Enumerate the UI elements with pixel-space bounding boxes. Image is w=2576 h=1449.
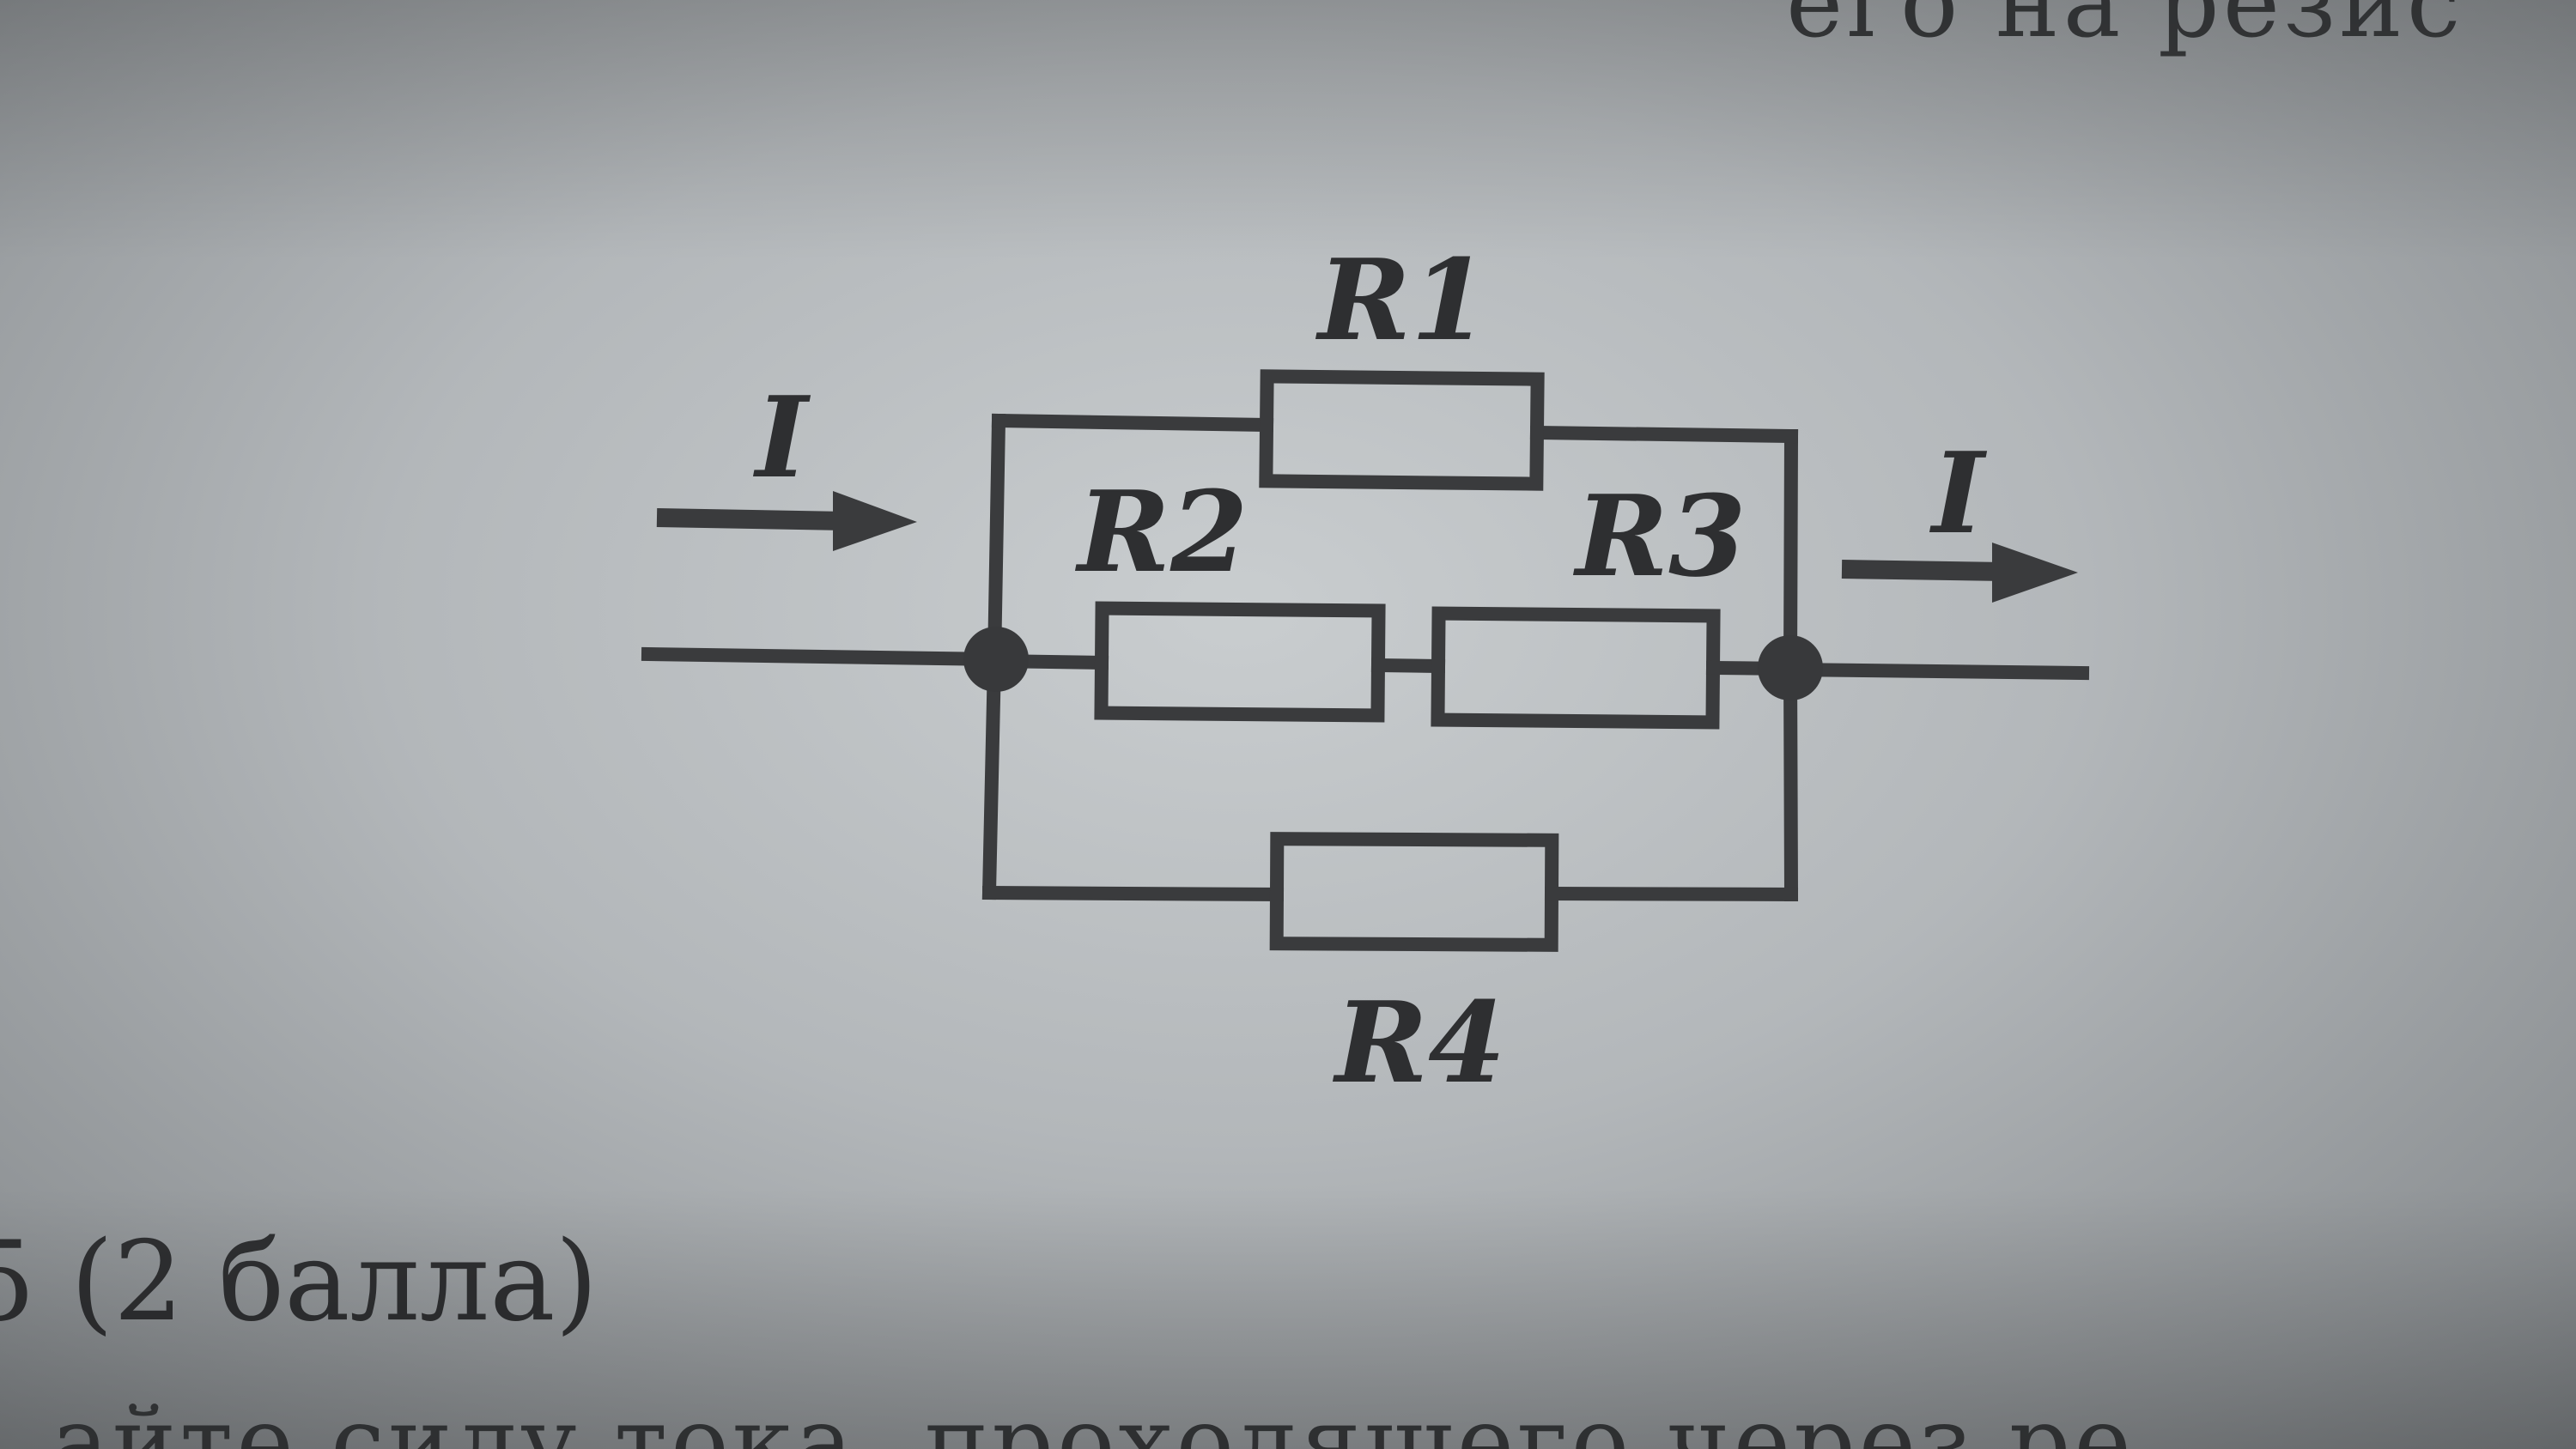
resistor-r1: [1259, 369, 1545, 491]
current-in-arrow-shaft: [656, 508, 847, 530]
score-heading: 5 (2 балла): [0, 1218, 598, 1346]
input-wire: [641, 646, 1004, 667]
top-text-fragment: его на резис: [1786, 0, 2464, 59]
current-out-arrow-head: [1992, 543, 2078, 603]
r1-left-wire: [991, 413, 1274, 433]
resistor-r3-label: R3: [1576, 470, 1747, 602]
current-out-label: I: [1932, 427, 1984, 559]
left-junction-node: [963, 627, 1029, 692]
resistor-r4: [1269, 832, 1559, 952]
resistor-r2: [1094, 601, 1386, 723]
current-out-arrow-shaft: [1841, 560, 2006, 581]
r4-left-wire: [981, 885, 1285, 902]
bottom-text-fragment: айте силу тока, проходящего через ре: [52, 1387, 2135, 1449]
output-wire: [1778, 662, 2090, 681]
r1-right-wire: [1529, 425, 1799, 444]
resistor-r2-label: R2: [1078, 466, 1249, 597]
resistor-r4-label: R4: [1335, 977, 1506, 1108]
r2-r3-wire: [1370, 658, 1446, 674]
right-junction-node: [1758, 635, 1823, 700]
current-in-label: I: [756, 372, 808, 503]
resistor-r1-label: R1: [1318, 234, 1489, 366]
current-in-arrow-head: [833, 491, 917, 551]
resistor-r3: [1431, 606, 1721, 730]
